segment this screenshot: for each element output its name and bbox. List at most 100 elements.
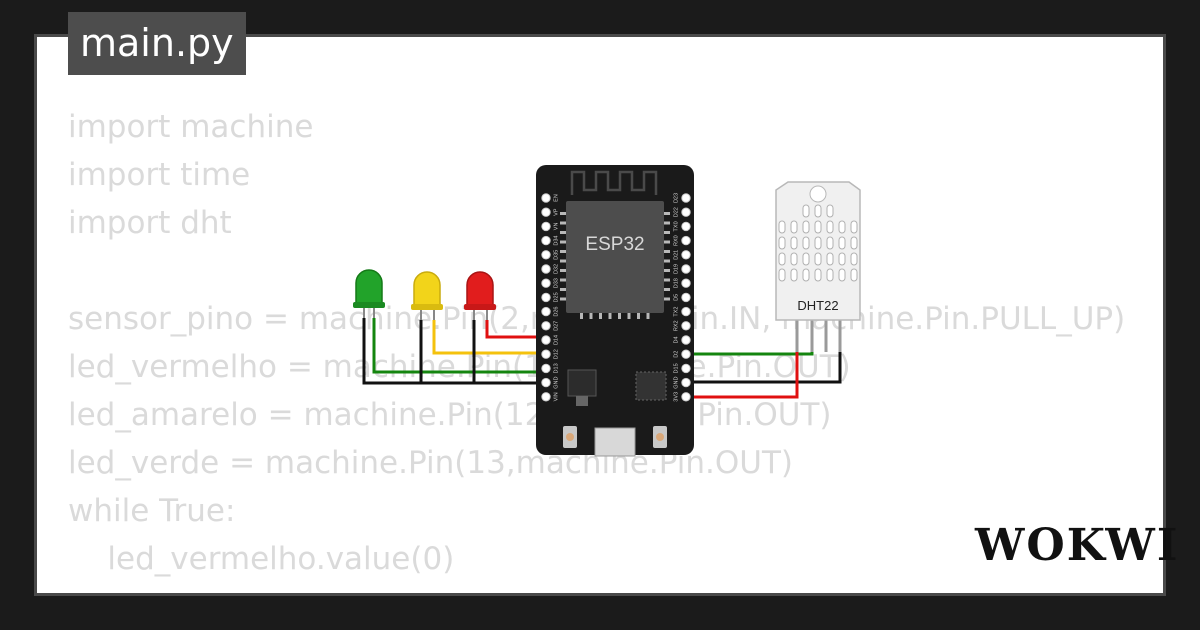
sensor-vent: [850, 236, 858, 250]
pin-d25[interactable]: [541, 292, 551, 303]
pin-label: D35: [553, 250, 559, 260]
pin-label: D25: [553, 292, 559, 302]
pin-label: D19: [673, 264, 679, 274]
sensor-vent: [802, 252, 810, 266]
reset-button[interactable]: [653, 426, 667, 448]
sensor-vent: [814, 220, 822, 234]
sensor-vent: [826, 220, 834, 234]
pin-d22[interactable]: [681, 207, 691, 217]
esp32-module: [566, 201, 664, 313]
sensor-vent: [826, 236, 834, 250]
code-line: import dht: [68, 205, 232, 241]
sensor-vent: [790, 220, 798, 234]
module-pad: [560, 250, 566, 253]
sensor-vent: [850, 220, 858, 234]
pin-vp[interactable]: [541, 207, 551, 217]
pin-gnd[interactable]: [541, 377, 551, 388]
esp32-board[interactable]: ESP32 ENVPVND34D35D32D33D25D26D27D14D12D…: [536, 165, 694, 457]
yellow-led[interactable]: [411, 271, 443, 320]
red-led[interactable]: [464, 271, 496, 320]
pin-label: VP: [553, 208, 559, 216]
module-pad: [664, 297, 670, 301]
pin-d21[interactable]: [681, 250, 691, 260]
pin-d26[interactable]: [541, 306, 551, 317]
wire-yellow-led: [432, 320, 546, 355]
pin-d5[interactable]: [681, 292, 691, 303]
sensor-vent: [790, 252, 798, 266]
module-pad: [664, 278, 670, 282]
pin-d18[interactable]: [681, 278, 691, 288]
pin-label: VN: [553, 223, 559, 231]
pin-d4[interactable]: [681, 335, 691, 345]
pin-tx2[interactable]: [681, 306, 691, 317]
pin-vn[interactable]: [541, 221, 551, 232]
pin-label: D5: [673, 294, 679, 301]
pin-d35[interactable]: [541, 250, 551, 260]
pin-label: EN: [553, 194, 559, 202]
sensor-vent: [826, 252, 834, 266]
pin-d33[interactable]: [541, 278, 551, 288]
wire-sensor-gnd: [686, 338, 842, 384]
pin-d34[interactable]: [541, 235, 551, 246]
usb-chip: [635, 371, 667, 401]
pin-d27[interactable]: [541, 321, 551, 331]
pin-gnd[interactable]: [681, 377, 691, 388]
module-pad: [664, 269, 670, 272]
pin-d2[interactable]: [681, 349, 691, 359]
pin-en[interactable]: [541, 193, 551, 203]
sensor-vent: [814, 268, 822, 282]
sensor-vent: [838, 252, 846, 266]
wire-sensor-data: [686, 338, 814, 356]
green-led[interactable]: [353, 269, 385, 318]
sensor-vent: [838, 268, 846, 282]
pin-d14[interactable]: [541, 335, 551, 345]
pin-label: D23: [673, 193, 679, 203]
pin-label: D21: [673, 250, 679, 260]
module-pad: [608, 313, 612, 319]
code-line: led_amarelo.value(0): [68, 583, 1125, 593]
sensor-vent: [814, 204, 822, 218]
pin-label: VIN: [553, 392, 559, 401]
pin-d13[interactable]: [541, 363, 551, 374]
wires: [362, 318, 842, 399]
file-tab[interactable]: main.py: [68, 12, 246, 75]
pin-d12[interactable]: [541, 349, 551, 359]
code-line: led_verde = machine.Pin(13,machine.Pin.O…: [68, 445, 793, 481]
pin-vin[interactable]: [541, 392, 551, 402]
sensor-vent: [826, 204, 834, 218]
pin-d32[interactable]: [541, 264, 551, 274]
boot-button[interactable]: [563, 426, 577, 448]
module-pad: [560, 221, 566, 225]
wire-gnd-leds: [362, 318, 546, 385]
pin-label: 3V3: [673, 392, 679, 402]
pin-label: D13: [553, 363, 559, 373]
antenna-trace: [570, 170, 658, 195]
file-tab-label: main.py: [80, 21, 234, 65]
pin-label: GND: [553, 376, 559, 388]
pin-label: D18: [673, 278, 679, 288]
sensor-vent: [778, 268, 786, 282]
sensor-vent: [838, 220, 846, 234]
module-pad: [560, 269, 566, 272]
sensor-vent: [802, 236, 810, 250]
usb-port[interactable]: [594, 427, 636, 457]
module-pad: [637, 313, 640, 319]
pin-label: D2: [673, 351, 679, 358]
voltage-regulator: [567, 369, 597, 397]
pin-d19[interactable]: [681, 264, 691, 274]
dht22-sensor[interactable]: DHT22: [775, 181, 861, 352]
pin-d23[interactable]: [681, 193, 691, 203]
pin-d15[interactable]: [681, 363, 691, 374]
pin-3v3[interactable]: [681, 392, 691, 402]
code-line: import machine: [68, 109, 314, 145]
pin-rx2[interactable]: [681, 321, 691, 331]
wire-red-led: [485, 320, 546, 339]
pin-rx0[interactable]: [681, 235, 691, 246]
pin-label: D14: [553, 335, 559, 345]
module-pad: [664, 212, 670, 215]
pin-tx0[interactable]: [681, 221, 691, 232]
module-pad: [580, 313, 583, 319]
pin-label: TX2: [673, 307, 679, 317]
sensor-vent: [850, 252, 858, 266]
